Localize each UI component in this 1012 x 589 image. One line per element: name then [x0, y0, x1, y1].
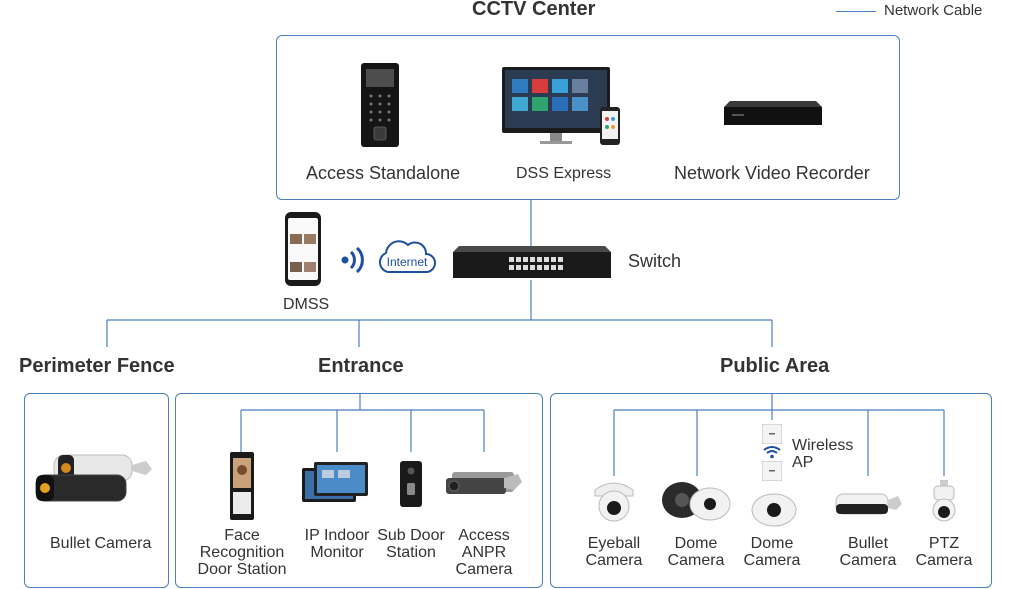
- public-device-1-label: Eyeball Camera: [585, 535, 643, 569]
- dss-express-label: DSS Express: [516, 165, 612, 182]
- access-standalone-icon: [361, 63, 399, 147]
- eyeball-camera-icon: [591, 478, 637, 524]
- wireless-ap-bottom-icon: [761, 460, 783, 482]
- internet-label: Internet: [386, 255, 428, 269]
- legend-line: [836, 11, 876, 12]
- wireless-ap-label: Wireless AP: [792, 437, 854, 471]
- entrance-device-3-label: Sub Door Station: [377, 527, 445, 561]
- legend-label: Network Cable: [884, 2, 983, 19]
- sub-door-station-icon: [400, 461, 422, 507]
- wireless-ap-top-icon: [761, 423, 783, 445]
- ptz-camera-icon: [930, 480, 958, 524]
- entrance-device-1-label: Face Recognition Door Station: [197, 527, 287, 578]
- dmss-label: DMSS: [283, 296, 330, 313]
- zone-title-perimeter: Perimeter Fence: [19, 355, 175, 377]
- access-standalone-label: Access Standalone: [306, 163, 461, 183]
- cctv-center-box: [276, 35, 900, 200]
- bullet-camera-public-icon: [834, 490, 904, 520]
- entrance-box: [175, 393, 543, 588]
- zone-title-public: Public Area: [720, 355, 830, 377]
- wireless-signal-icon: [340, 246, 366, 274]
- nvr-label: Network Video Recorder: [674, 163, 870, 183]
- entrance-device-4-label: Access ANPR Camera: [455, 527, 513, 578]
- public-device-2-label: Dome Camera: [667, 535, 725, 569]
- internet-cloud-icon: Internet: [376, 236, 436, 278]
- face-recognition-door-station-icon: [230, 452, 254, 520]
- access-anpr-camera-icon: [442, 468, 524, 504]
- public-device-3-label: Dome Camera: [743, 535, 801, 569]
- switch-icon: [453, 246, 611, 280]
- public-box: [550, 393, 992, 588]
- dmss-phone-icon: [285, 212, 321, 286]
- diagram-title: CCTV Center: [472, 0, 596, 20]
- wifi-icon: [763, 445, 781, 459]
- bullet-camera-icon: [34, 447, 156, 509]
- public-device-4-label: Bullet Camera: [839, 535, 897, 569]
- public-device-5-label: PTZ Camera: [915, 535, 973, 569]
- ip-indoor-monitor-icon: [302, 462, 368, 504]
- perimeter-box: [24, 393, 169, 588]
- entrance-device-2-label: IP Indoor Monitor: [304, 527, 370, 561]
- legend: Network Cable: [836, 2, 1006, 20]
- dss-express-icon: [502, 67, 622, 149]
- nvr-icon: [724, 101, 822, 127]
- dome-camera-pair-icon: [660, 480, 732, 522]
- switch-label: Switch: [628, 251, 682, 271]
- perimeter-device-label: Bullet Camera: [50, 535, 152, 552]
- zone-title-entrance: Entrance: [318, 355, 404, 377]
- dome-camera-icon: [751, 488, 797, 528]
